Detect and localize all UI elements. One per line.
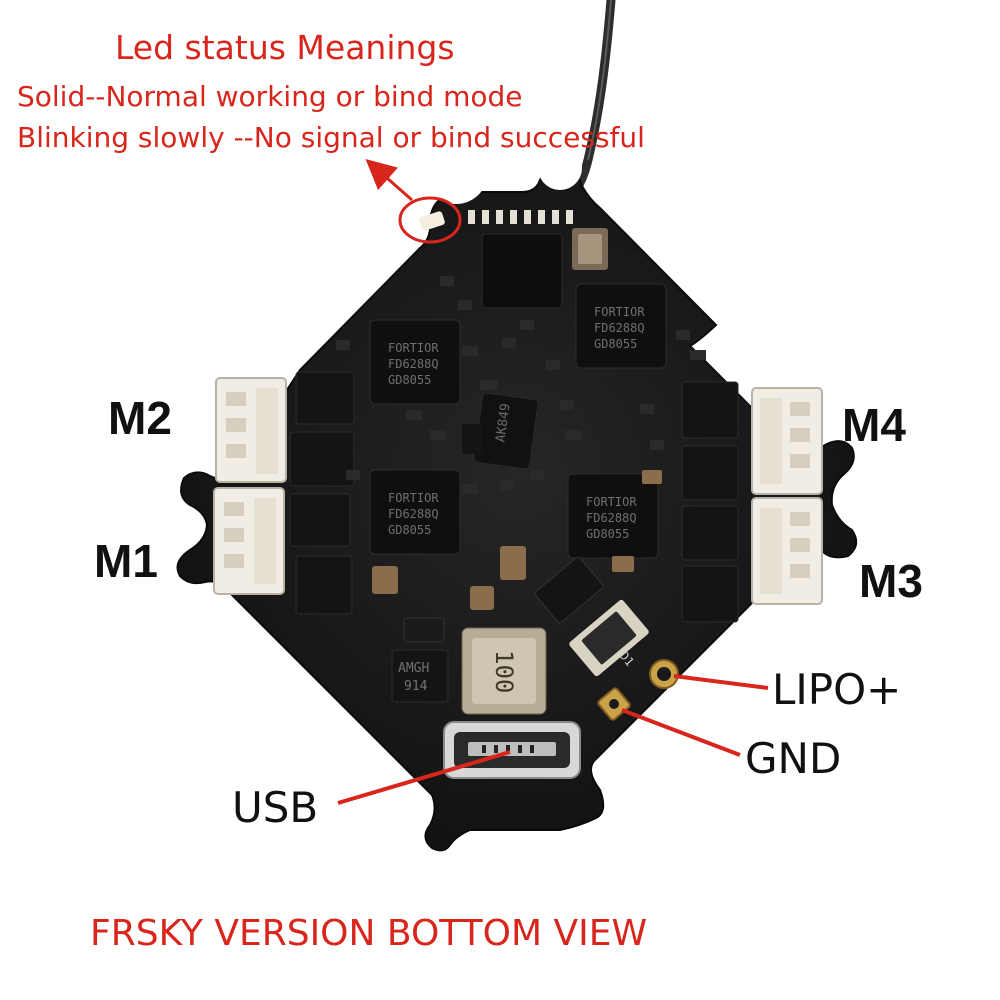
passive-components [336, 276, 706, 494]
status-led [419, 211, 445, 231]
power-parts: D1 [534, 556, 649, 677]
svg-text:914: 914 [404, 679, 428, 694]
esc-chip-bottom-left: FORTIOR FD6288Q GD8055 [369, 469, 461, 555]
svg-text:GD8055: GD8055 [594, 337, 637, 351]
svg-text:FD6288Q: FD6288Q [388, 507, 439, 521]
svg-text:FD6288Q: FD6288Q [594, 321, 645, 335]
svg-text:FORTIOR: FORTIOR [594, 305, 645, 319]
footer-caption: FRSKY VERSION BOTTOM VIEW [90, 913, 648, 954]
motor-connector-m2 [215, 377, 287, 483]
led-pointer-arrow [365, 159, 413, 202]
svg-text:GD8055: GD8055 [586, 527, 629, 541]
led-legend-title: Led status Meanings [115, 28, 455, 67]
svg-text:100: 100 [490, 650, 518, 693]
top-pad-row [468, 210, 573, 224]
motor-label-m2: M2 [108, 392, 172, 444]
usb-port [443, 721, 581, 779]
svg-text:FD6288Q: FD6288Q [586, 511, 637, 525]
usb-pointer-line [337, 750, 511, 805]
esc-chip-top: FORTIOR FD6288Q GD8055 [369, 319, 461, 405]
svg-text:AMGH: AMGH [398, 661, 429, 676]
led-legend-blinking: Blinking slowly --No signal or bind succ… [17, 121, 645, 154]
motor-connector-m3 [751, 497, 823, 605]
esc-chip-right: FORTIOR FD6288Q GD8055 [575, 283, 667, 369]
gnd-pointer-line [621, 708, 741, 757]
mosfet-array-right [681, 381, 739, 623]
motor-label-m1: M1 [94, 535, 158, 587]
svg-text:FORTIOR: FORTIOR [586, 495, 637, 509]
svg-text:GD8055: GD8055 [388, 373, 431, 387]
svg-text:FORTIOR: FORTIOR [388, 341, 439, 355]
esc-chip-bottom-right: FORTIOR FD6288Q GD8055 [567, 473, 659, 559]
usb-label: USB [232, 783, 319, 832]
motor-connector-m1 [213, 487, 285, 595]
svg-text:GD8055: GD8055 [388, 523, 431, 537]
motor-connector-m4 [751, 387, 823, 495]
gnd-label: GND [745, 734, 842, 783]
svg-text:AK849: AK849 [493, 402, 513, 443]
led-highlight-ellipse [398, 196, 462, 244]
regulator-chip: AK849 [462, 392, 539, 470]
led-legend-solid: Solid--Normal working or bind mode [17, 80, 523, 113]
motor-label-m4: M4 [842, 399, 906, 451]
lipo-label: LIPO+ [772, 665, 902, 714]
svg-text:FORTIOR: FORTIOR [388, 491, 439, 505]
mosfet-array-left [289, 371, 355, 615]
capacitors [372, 470, 662, 610]
amgh-chip: AMGH 914 [391, 649, 449, 703]
receiver-chip [481, 233, 563, 309]
inductor: 100 [461, 627, 547, 715]
lipo-pointer-line [673, 674, 769, 690]
svg-text:FD6288Q: FD6288Q [388, 357, 439, 371]
motor-label-m3: M3 [859, 555, 923, 607]
